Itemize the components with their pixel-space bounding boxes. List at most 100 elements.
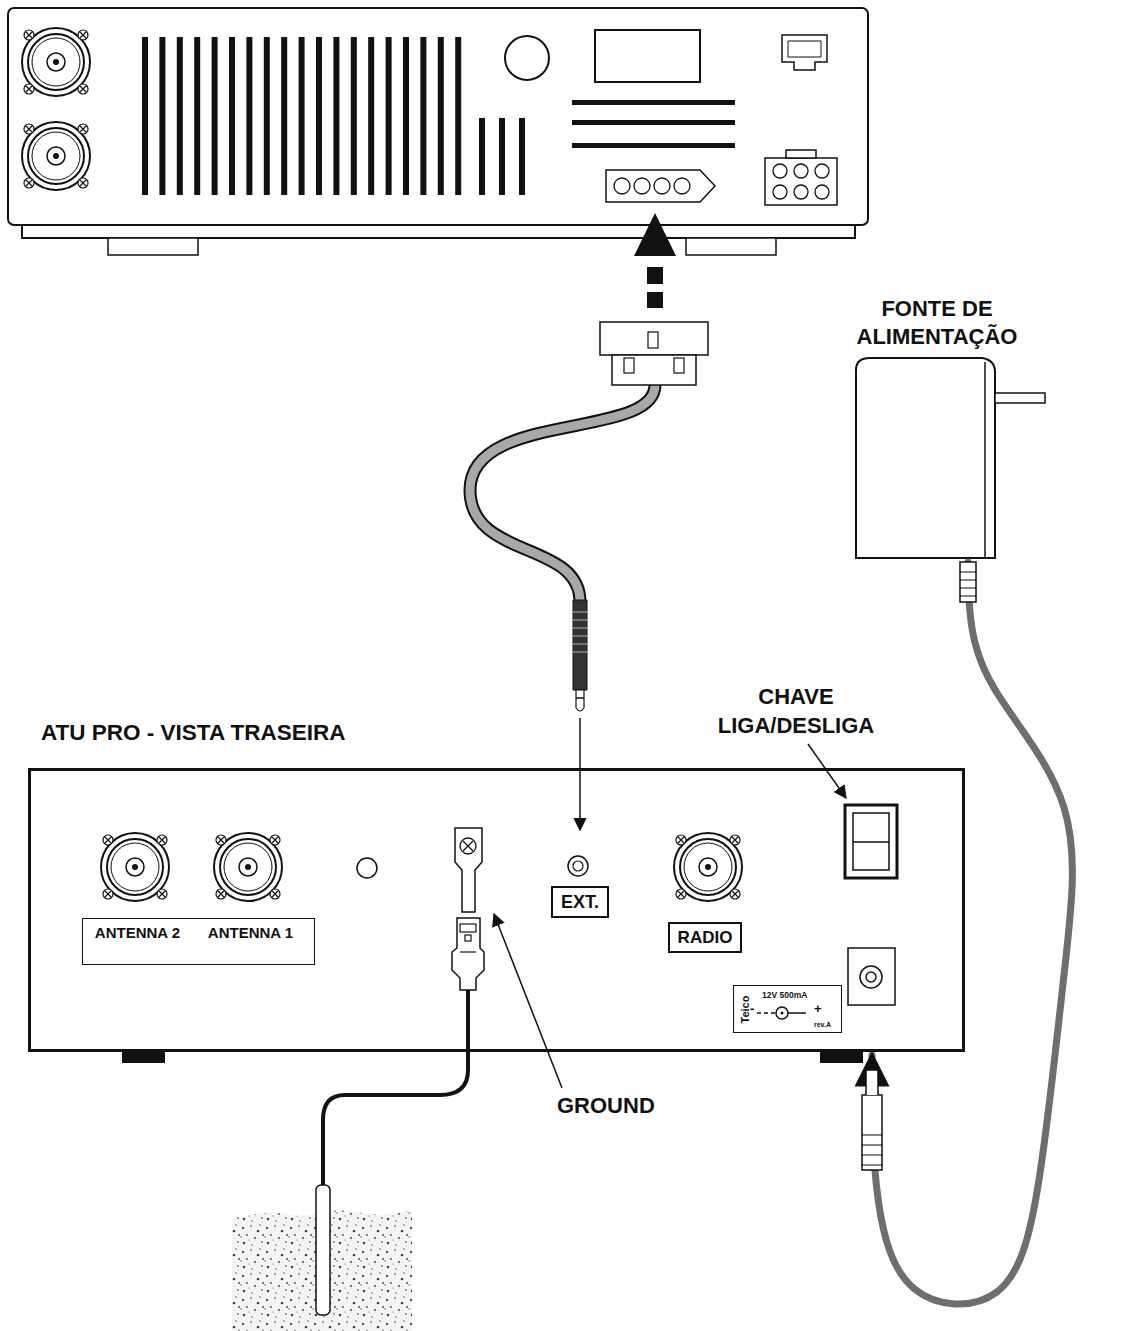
- radio-rear-panel: [8, 8, 868, 225]
- antenna-label-plate: ANTENNA 2ANTENNA 1: [82, 918, 315, 965]
- radio-rear-panel: [572, 100, 735, 105]
- radio-rear-panel: [782, 35, 827, 70]
- vent-slot: [455, 37, 461, 195]
- atu-panel-parts: [781, 1012, 784, 1015]
- vent-slot: [299, 37, 305, 195]
- atu-panel-parts: [214, 833, 282, 901]
- ground-connection: [323, 990, 468, 1186]
- atu-panel-parts: [674, 833, 742, 901]
- ground-connection: [316, 1185, 330, 1315]
- power-supply: [984, 362, 986, 558]
- ground-connection: [463, 841, 473, 851]
- label-text: FONTE DE ALIMENTAÇÃO: [837, 295, 1037, 351]
- jack-label: EXT.: [551, 886, 609, 918]
- control-cable: [470, 385, 655, 602]
- atu-panel-parts: [820, 1052, 863, 1063]
- power-supply: [856, 358, 1045, 558]
- vent-slot: [212, 37, 218, 195]
- insertion-arrow: [634, 213, 676, 308]
- power-cable: [872, 562, 1072, 1304]
- insertion-arrow: [647, 292, 663, 308]
- atu-panel-parts: [568, 856, 588, 876]
- ground-connection: [460, 838, 476, 854]
- radio-rear-panel: [773, 185, 787, 199]
- vent-slot: [403, 37, 409, 195]
- radio-rear-panel: [794, 185, 808, 199]
- vent-slot: [194, 37, 200, 195]
- insertion-arrow: [647, 267, 663, 284]
- switch-label: CHAVE LIGA/DESLIGA: [696, 682, 896, 740]
- label-text: 12V 500mA: [762, 990, 807, 1000]
- vent-slot: [333, 37, 339, 195]
- ground-label: GROUND: [557, 1092, 655, 1120]
- radio-rear-panel: [786, 150, 816, 158]
- atu-panel-parts: [573, 861, 583, 871]
- radio-rear-panel: [794, 164, 808, 178]
- ground-connection: [452, 918, 484, 990]
- atu-panel-parts: [866, 972, 876, 982]
- radio-rear-panel: [22, 28, 90, 96]
- power-plug: [862, 1135, 882, 1165]
- radio-rear-panel: [634, 178, 650, 194]
- ground-connection: [460, 951, 476, 952]
- label-text: RADIO: [678, 927, 733, 948]
- control-cable: [648, 332, 658, 348]
- vent-slot: [368, 37, 374, 195]
- vent-slot: [177, 37, 183, 195]
- control-cable: [576, 697, 584, 699]
- radio-rear-panel: [595, 30, 700, 82]
- atu-panel-parts: [757, 1012, 775, 1014]
- connector-label: RADIO: [668, 922, 743, 953]
- label-text: -: [750, 1002, 754, 1016]
- power-plug: [862, 1095, 882, 1170]
- label-text: ATU PRO - VISTA TRASEIRA: [41, 719, 346, 747]
- radio-rear-panel: [22, 122, 90, 190]
- power-supply: FONTE DE ALIMENTAÇÃO: [837, 295, 1037, 562]
- control-cable: [624, 358, 634, 373]
- ground-connection: [460, 924, 476, 932]
- vent-slot: [438, 37, 444, 195]
- label-text: rev.A: [814, 1020, 831, 1029]
- power-plug: [960, 562, 976, 602]
- atu-panel-parts: [853, 813, 889, 870]
- radio-rear-panel: [22, 225, 855, 238]
- radio-rear-panel: [606, 170, 715, 202]
- control-cable: [600, 322, 708, 355]
- vent-slot: [351, 37, 357, 195]
- vent-slot: [264, 37, 270, 195]
- atu-panel-parts: [860, 966, 882, 988]
- ground-connection: [455, 828, 482, 912]
- power-plug: [862, 562, 976, 1170]
- vent-slot: [281, 37, 287, 195]
- atu-panel-parts: [101, 744, 897, 1063]
- radio-rear-panel: [686, 238, 776, 255]
- atu-panel-parts: [853, 841, 889, 843]
- atu-panel-parts: [122, 1052, 165, 1063]
- radio-rear-panel: [519, 118, 525, 195]
- control-cable: [576, 690, 584, 711]
- atu-panel-parts: [776, 1007, 788, 1019]
- atu-panel-parts: [808, 744, 846, 798]
- vent-slot: [142, 37, 148, 195]
- radio-rear-panel: [572, 120, 735, 125]
- ground-connection: [494, 914, 562, 1088]
- label-text: +: [814, 1002, 822, 1016]
- radio-rear-panel: [765, 158, 837, 205]
- power-plug: [960, 572, 976, 596]
- radio-rear-panel: [572, 143, 735, 148]
- atu-panel-parts: [848, 948, 895, 1005]
- radio-rear-panel: [773, 164, 787, 178]
- label-text: ANTENNA 1: [200, 923, 302, 942]
- radio-rear-panel: [815, 185, 829, 199]
- vent-slot: [420, 37, 426, 195]
- vent-slot: [229, 37, 235, 195]
- control-cable: [470, 322, 708, 830]
- radio-rear-panel: [815, 164, 829, 178]
- atu-panel-parts: [357, 858, 377, 878]
- radio-rear-panel: [479, 118, 485, 195]
- ground-connection: [232, 828, 562, 1331]
